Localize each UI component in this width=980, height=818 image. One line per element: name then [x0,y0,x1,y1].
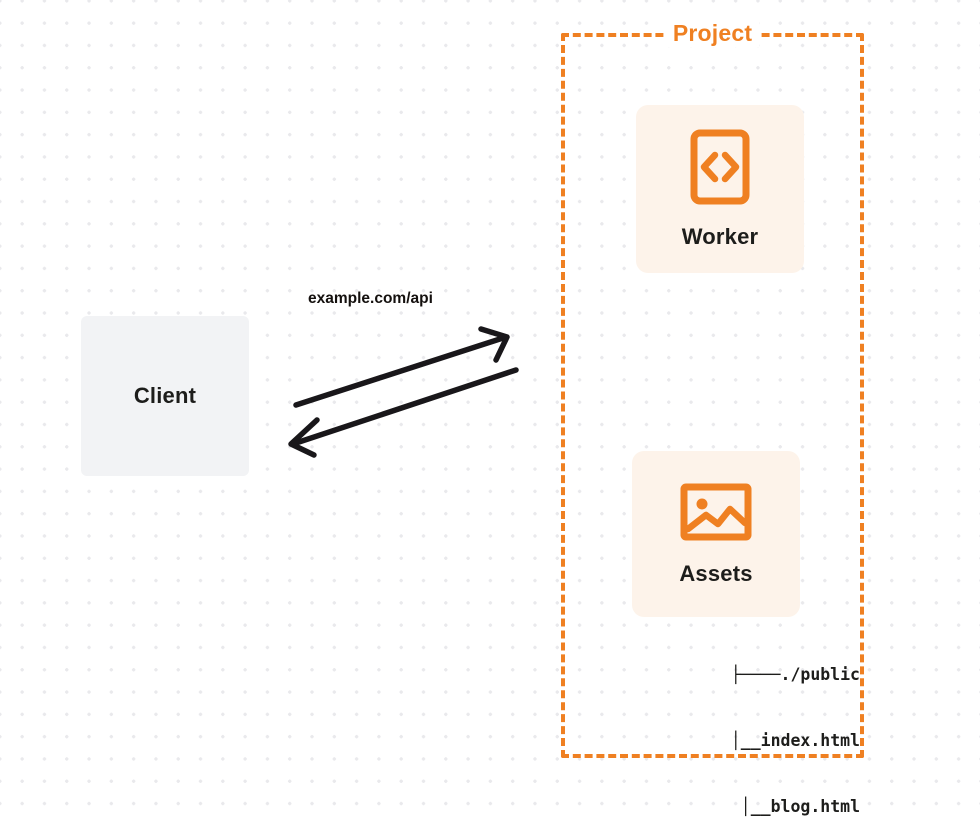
worker-label: Worker [681,223,759,249]
request-arrow [293,326,510,408]
client-node[interactable]: Client [81,316,249,476]
client-label: Client [133,383,197,408]
response-arrow [288,367,519,458]
assets-file-tree: ├────./public │__index.html │__blog.html… [610,620,860,818]
worker-card[interactable]: Worker [636,105,804,273]
tree-connector: │__ [740,797,771,816]
file-tree-row: │__index.html [610,730,860,752]
tree-name: blog.html [770,797,860,816]
tree-connector: │__ [730,731,761,750]
code-brackets-icon [690,129,750,210]
connection-label: example.com/api [308,290,433,307]
image-picture-icon [680,482,752,547]
project-container: Project Worker Assets [561,20,864,816]
file-tree-row: │__blog.html [610,796,860,818]
tree-connector: ├──── [730,665,781,684]
file-tree-row: ├────./public [610,664,860,686]
project-title: Project [665,20,760,47]
tree-name: index.html [760,731,860,750]
assets-card[interactable]: Assets [632,451,800,617]
tree-name: ./public [780,665,860,684]
assets-label: Assets [679,560,753,586]
